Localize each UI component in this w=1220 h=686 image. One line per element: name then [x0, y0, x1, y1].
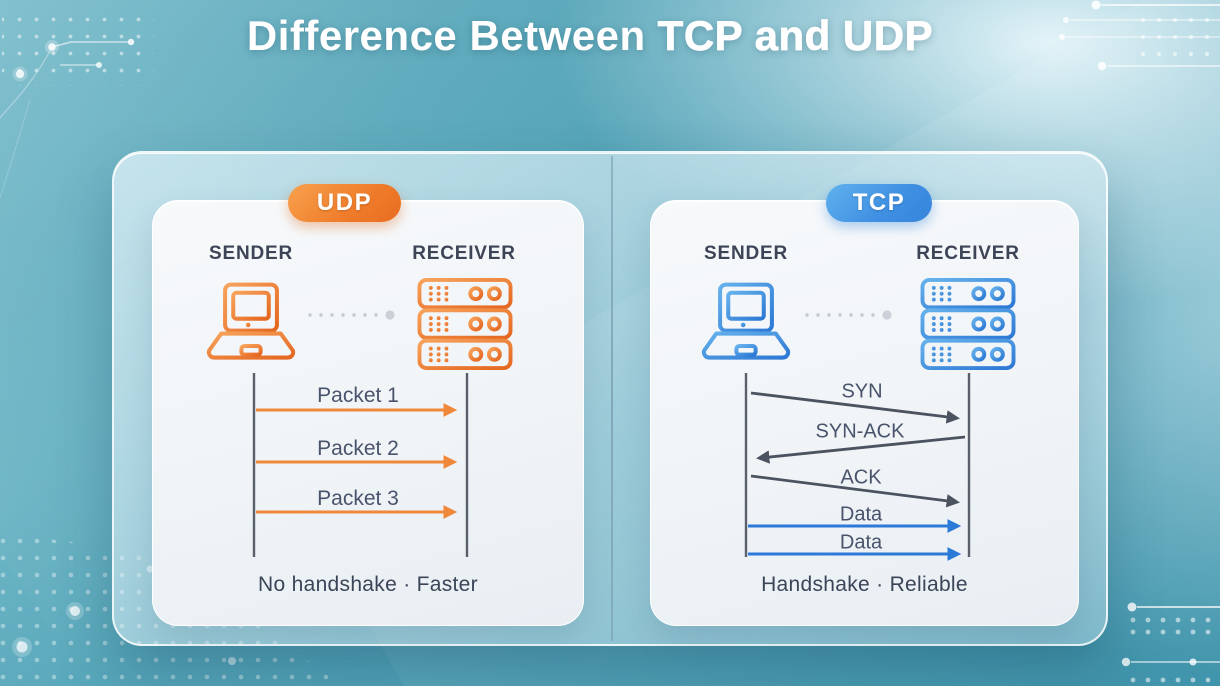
udp-sequence-diagram	[252, 373, 469, 557]
server-rack-icon	[417, 278, 513, 370]
comparison-panel: UDP SENDER RECEIVER	[112, 151, 1108, 646]
udp-message-label: Packet 1	[317, 384, 399, 407]
tcp-message-label: Data	[839, 531, 883, 554]
tcp-syn-arrow	[750, 391, 961, 424]
tcp-receiver-label: RECEIVER	[916, 243, 1020, 264]
tcp-badge: TCP	[826, 184, 932, 222]
udp-receiver-label: RECEIVER	[412, 243, 516, 264]
page-title-emphasis: TCP and UDP	[657, 12, 934, 60]
tcp-caption: Handshake · Reliable	[761, 573, 968, 596]
udp-badge: UDP	[288, 184, 401, 222]
udp-message-label: Packet 3	[317, 487, 399, 510]
laptop-icon	[701, 282, 791, 360]
tcp-message-label: SYN-ACK	[815, 420, 905, 443]
udp-card: UDP SENDER RECEIVER	[152, 184, 584, 626]
tcp-card: TCP SENDER RECEIVER	[650, 184, 1079, 626]
udp-message-label: Packet 2	[317, 437, 399, 460]
udp-caption: No handshake · Faster	[258, 573, 478, 596]
dotted-connection-icon	[308, 310, 395, 320]
tcp-ack-arrow	[750, 474, 960, 508]
tcp-message-label: Data	[839, 503, 883, 526]
panel-divider	[611, 156, 613, 641]
laptop-icon	[206, 282, 296, 360]
tcp-message-label: ACK	[840, 466, 882, 489]
tcp-message-label: SYN	[841, 380, 883, 403]
tcp-sender-label: SENDER	[704, 243, 788, 264]
dotted-connection-icon	[805, 310, 892, 320]
page-title-regular: Difference Between	[246, 12, 646, 59]
tcp-synack-arrow	[755, 435, 966, 464]
tcp-sequence-diagram	[744, 373, 971, 561]
udp-sender-label: SENDER	[209, 243, 293, 264]
server-rack-icon	[920, 278, 1016, 370]
